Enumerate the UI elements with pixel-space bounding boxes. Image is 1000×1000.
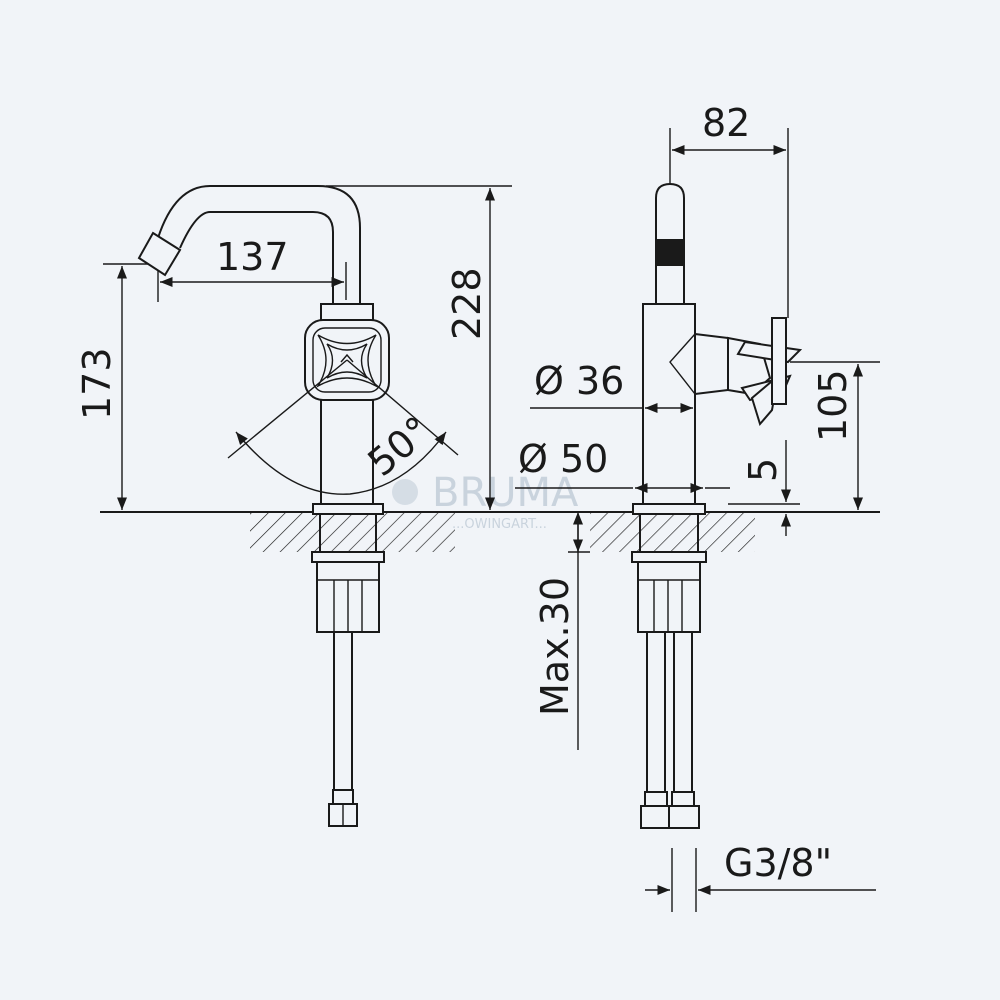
side-handle-icon bbox=[727, 317, 803, 427]
front-view-dimensions: 228 173 137 50° bbox=[75, 185, 512, 510]
watermark-logo-icon bbox=[392, 479, 418, 505]
countertop-section bbox=[100, 511, 880, 552]
dim-total-height: 228 bbox=[445, 267, 489, 340]
dim-spout-height: 173 bbox=[75, 347, 119, 420]
aerator-icon bbox=[655, 240, 685, 266]
dim-base-thickness: 5 bbox=[741, 458, 785, 482]
side-view-faucet bbox=[631, 182, 803, 829]
watermark: BRUMA ...OWINGART... bbox=[392, 470, 579, 532]
dim-base-diameter: Ø 50 bbox=[518, 437, 608, 481]
dim-body-diameter: Ø 36 bbox=[534, 359, 624, 403]
dim-handle-angle: 50° bbox=[360, 408, 440, 485]
side-view-dimensions: 82 Ø 36 Ø 50 105 5 Max.30 G3/8" bbox=[515, 101, 880, 912]
watermark-tagline: ...OWINGART... bbox=[452, 517, 547, 532]
dim-max-countertop: Max.30 bbox=[533, 577, 577, 716]
dim-connection-thread: G3/8" bbox=[724, 841, 832, 885]
dim-handle-height: 105 bbox=[811, 369, 855, 442]
watermark-brand: BRUMA bbox=[432, 470, 579, 516]
dim-spout-reach: 137 bbox=[216, 235, 289, 279]
dim-width-depth: 82 bbox=[702, 101, 750, 145]
